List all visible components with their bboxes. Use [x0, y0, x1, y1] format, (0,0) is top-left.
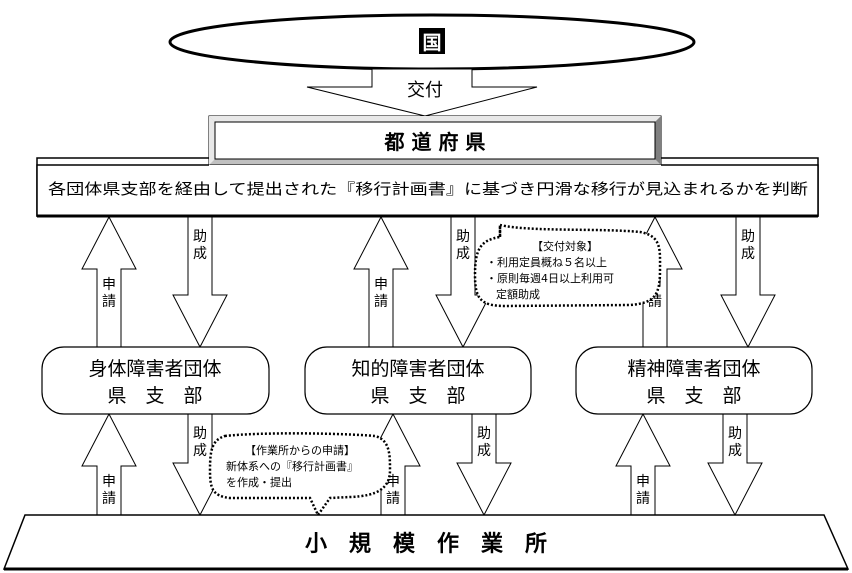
branch-sub: 県 支 部 — [107, 385, 202, 407]
judgment-text: 各団体県支部を経由して提出された『移行計画書』に基づき円滑な移行が見込まれるかを… — [48, 180, 808, 198]
subsidy-arrow-label: 助 — [193, 426, 207, 442]
apply-arrow-label: 申 — [102, 474, 116, 490]
apply-arrow-label: 申 — [636, 474, 650, 490]
subsidy-arrow-label: 成 — [193, 443, 207, 459]
subsidy-arrow-label: 助 — [193, 229, 207, 245]
eligibility-callout — [473, 223, 662, 308]
grant-arrow-label: 交付 — [407, 80, 443, 101]
subsidy-arrow — [707, 413, 763, 517]
branch-sub: 県 支 部 — [646, 385, 741, 407]
subsidy-arrow-label: 助 — [477, 426, 491, 442]
apply-arrow-label: 申 — [386, 474, 400, 490]
subsidy-arrow — [456, 413, 512, 517]
prefecture-box — [208, 115, 662, 166]
apply-arrow-label: 請 — [636, 491, 650, 507]
branch-box — [304, 346, 532, 415]
subsidy-arrow-label: 助 — [728, 426, 742, 442]
apply-arrow-label: 請 — [102, 294, 116, 310]
subsidy-arrow — [172, 216, 228, 349]
apply-arrow-label: 請 — [102, 491, 116, 507]
workshop-note-title: 【作業所からの申請】 — [245, 443, 355, 457]
eligibility-title: 【交付対象】 — [532, 239, 598, 253]
national-label-bg — [419, 28, 445, 54]
apply-arrow-label: 請 — [386, 491, 400, 507]
subsidy-arrow-label: 助 — [456, 229, 470, 245]
apply-arrow-label: 申 — [102, 277, 116, 293]
subsidy-arrow-label: 助 — [741, 229, 755, 245]
subsidy-arrow-label: 成 — [477, 443, 491, 459]
branch-name: 精神障害者団体 — [627, 358, 760, 380]
eligibility-line: 定額助成 — [496, 287, 540, 301]
subsidy-arrow — [435, 216, 491, 349]
branch-box — [41, 346, 270, 415]
branch-name: 身体障害者団体 — [88, 358, 221, 380]
subsidy-arrow — [720, 216, 776, 349]
prefecture-label: 都 道 府 県 — [384, 130, 486, 154]
apply-arrow-label: 申 — [374, 277, 388, 293]
branch-sub: 県 支 部 — [370, 385, 465, 407]
workshop-note-line: を作成・提出 — [226, 475, 292, 489]
branch-box — [575, 346, 813, 415]
workshop-callout — [208, 432, 392, 518]
workshop-label: 小 規 模 作 業 所 — [305, 532, 547, 557]
subsidy-arrow-label: 成 — [193, 246, 207, 262]
national-label: 国 — [422, 32, 441, 54]
grant-arrow — [306, 68, 538, 117]
apply-arrow-label: 請 — [374, 294, 388, 310]
subsidy-arrow-label: 成 — [728, 443, 742, 459]
eligibility-line: ・利用定員概ね５名以上 — [486, 255, 607, 269]
workshop-note-line: 新体系への『移行計画書』 — [226, 459, 358, 473]
subsidy-arrow-label: 成 — [456, 246, 470, 262]
subsidy-arrow-label: 成 — [741, 246, 755, 262]
eligibility-line: ・原則毎週4日以上利用可 — [486, 272, 614, 285]
branch-name: 知的障害者団体 — [351, 358, 484, 380]
